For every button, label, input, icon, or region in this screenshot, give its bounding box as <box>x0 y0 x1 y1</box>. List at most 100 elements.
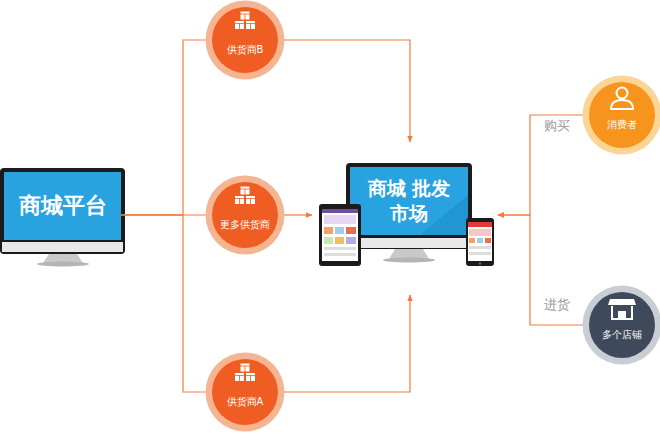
circle-outline <box>582 75 660 155</box>
circle-ring <box>206 1 285 80</box>
screen-title: 商城 批发市场 <box>360 176 458 225</box>
phone-row <box>469 246 491 249</box>
circle-fill <box>589 292 655 358</box>
phone <box>466 218 494 266</box>
tablet-header <box>322 209 358 213</box>
cube-edge <box>246 24 256 30</box>
consumer-circle: 消费者 <box>582 75 660 155</box>
phone-button <box>479 262 482 265</box>
phone-tile <box>469 238 475 243</box>
cubes-icon <box>235 11 256 30</box>
connector <box>121 40 206 215</box>
connector <box>284 295 410 392</box>
person-body <box>611 100 633 109</box>
circle-ring <box>206 353 285 432</box>
phone-screen <box>468 222 492 261</box>
circle-outline <box>205 352 285 432</box>
store-circle: 多个店铺 <box>582 285 660 365</box>
connector <box>498 115 583 215</box>
phone-row <box>469 252 491 255</box>
tablet-row <box>324 253 356 256</box>
cube <box>246 373 256 382</box>
tablet <box>319 204 361 266</box>
cube <box>235 196 245 205</box>
market-screen: 商城 批发市场 <box>352 167 466 235</box>
tablet-tile <box>324 237 333 244</box>
circle-fill <box>212 182 278 248</box>
cube-edge <box>246 376 256 382</box>
tablet-tile <box>335 237 344 244</box>
circle-fill <box>589 82 655 148</box>
phone-tile <box>477 238 483 243</box>
connector <box>284 214 312 215</box>
supplier-circle: 供货商A <box>205 352 285 432</box>
tablet-tile <box>346 227 356 234</box>
circle-ring <box>583 76 660 155</box>
tablet-tile <box>346 237 356 244</box>
monitor-screen <box>350 167 468 235</box>
tablet-banner <box>324 215 356 224</box>
store-wall <box>612 306 632 319</box>
edge-label: 购买 <box>542 118 572 134</box>
cube <box>235 21 245 30</box>
circle-outline <box>582 285 660 365</box>
circle-label: 消费者 <box>582 118 660 132</box>
edge-label: 进货 <box>542 297 572 313</box>
circle-ring <box>583 286 660 365</box>
phone-tile <box>485 238 491 243</box>
circle-outline <box>205 0 285 80</box>
cube <box>246 196 256 205</box>
connector <box>121 215 206 392</box>
tablet-tile <box>335 227 344 234</box>
cube <box>240 11 250 20</box>
circle-label: 多个店铺 <box>582 328 660 342</box>
cubes-icon <box>235 186 256 205</box>
circle-ring <box>206 176 285 255</box>
store-icon <box>608 299 636 319</box>
supplier-circle: 供货商B <box>205 0 285 80</box>
cube-edge <box>246 199 256 205</box>
circle-fill <box>212 359 278 425</box>
cube <box>240 363 250 372</box>
monitor-base <box>37 262 89 267</box>
person-icon <box>611 88 633 110</box>
circle-outline <box>205 175 285 255</box>
circle-label: 供货商A <box>205 395 285 409</box>
circle-label: 更多供货商 <box>205 218 285 232</box>
monitor-base <box>383 258 435 263</box>
cube-edge <box>235 199 245 205</box>
cube-edge <box>240 189 250 195</box>
monitor-center <box>346 163 472 263</box>
monitor-chin <box>348 238 470 248</box>
cube-edge <box>240 14 250 20</box>
phone-body <box>466 218 494 266</box>
monitor-chin <box>2 242 123 252</box>
phone-banner <box>469 229 491 236</box>
connector <box>498 215 583 325</box>
person-head <box>617 88 628 99</box>
monitor-bezel <box>346 163 472 249</box>
platform-screen: 商城平台 <box>4 172 121 240</box>
phone-header <box>468 222 492 227</box>
store-door <box>618 311 626 319</box>
cube-edge <box>240 366 250 372</box>
cube-edge <box>235 24 245 30</box>
monitor-left <box>0 168 125 267</box>
cube-edge <box>235 376 245 382</box>
cubes-icon <box>235 363 256 382</box>
store-awning <box>608 299 636 305</box>
connector <box>284 40 410 142</box>
tablet-body <box>319 204 361 266</box>
cube <box>235 373 245 382</box>
cube <box>240 186 250 195</box>
circle-fill <box>212 7 278 73</box>
tablet-screen <box>322 209 358 261</box>
circle-label: 供货商B <box>205 43 285 57</box>
monitor-bezel <box>0 168 125 254</box>
screen-title: 商城平台 <box>19 192 107 221</box>
tablet-tile <box>324 227 333 234</box>
cube <box>246 21 256 30</box>
tablet-row <box>324 247 356 250</box>
